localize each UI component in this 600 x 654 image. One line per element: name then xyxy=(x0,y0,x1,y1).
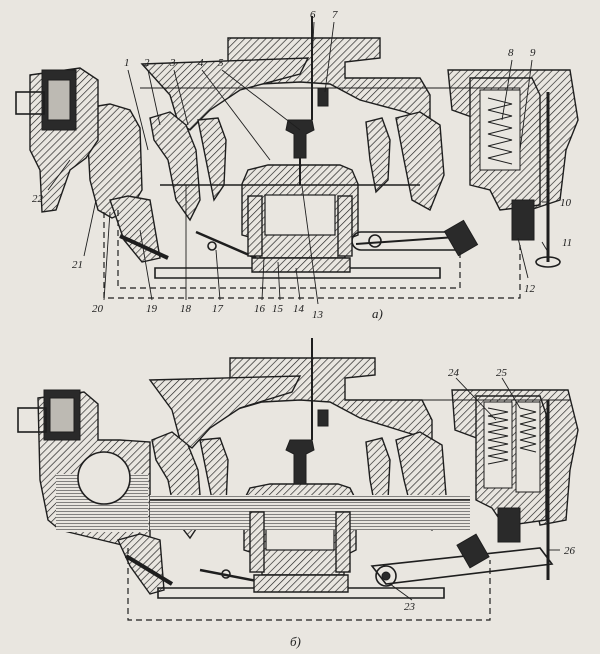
label-24: 24 xyxy=(448,367,460,379)
label-20: 20 xyxy=(92,303,104,315)
lever-pivot-center-b xyxy=(381,571,391,581)
pump-check-valve-a xyxy=(511,199,535,241)
label-3: 3 xyxy=(169,57,176,69)
label-17: 17 xyxy=(212,303,224,315)
pump-cylinder-right-b xyxy=(515,401,541,493)
view-a xyxy=(15,16,579,299)
pump-check-valve-b xyxy=(497,507,521,543)
label-6: 6 xyxy=(310,9,316,21)
left-throttle-plate-b xyxy=(124,554,174,586)
fuel-line-b xyxy=(127,548,491,621)
float-b xyxy=(77,451,131,505)
label-7: 7 xyxy=(332,9,338,21)
view-b xyxy=(17,338,579,621)
pump-rod-foot-a xyxy=(535,256,561,268)
label-18: 18 xyxy=(180,303,192,315)
center-nozzle-b xyxy=(285,439,315,485)
inlet-fitting-a xyxy=(15,91,45,115)
choke-lever-a xyxy=(317,87,329,107)
left-main-well-b xyxy=(249,511,265,573)
central-window-a xyxy=(264,194,336,236)
label-4: 4 xyxy=(198,57,204,69)
throttle-pivot-left-a xyxy=(207,241,217,251)
lever-pivot-b xyxy=(375,565,397,587)
label-21: 21 xyxy=(72,259,83,271)
pump-spring-24-b xyxy=(487,407,509,465)
label-23: 23 xyxy=(404,601,416,613)
caption-b: б) xyxy=(290,634,301,649)
part-labels: 1 2 3 4 5 6 7 8 9 10 11 12 13 14 15 16 1… xyxy=(32,9,576,613)
right-venturi-a xyxy=(395,111,445,211)
label-22: 22 xyxy=(32,193,44,205)
label-13: 13 xyxy=(312,309,324,321)
inlet-fitting-b xyxy=(17,407,47,433)
center-nozzle-a xyxy=(285,119,315,159)
left-duct-b xyxy=(148,375,302,449)
right-main-well-b xyxy=(335,511,351,573)
label-26: 26 xyxy=(564,545,576,557)
float-chamber-window-b xyxy=(49,397,75,433)
base-block-b xyxy=(253,574,349,593)
label-14: 14 xyxy=(293,303,305,315)
left-throttle-shaft-b xyxy=(199,568,263,584)
label-1: 1 xyxy=(124,57,130,69)
throttle-pivot-left-b xyxy=(221,569,231,579)
right-main-well-a xyxy=(337,195,353,257)
pump-spring-a xyxy=(487,97,513,165)
label-9: 9 xyxy=(530,47,536,59)
label-10: 10 xyxy=(560,197,572,209)
fuel-level-channel-b xyxy=(150,495,470,530)
left-venturi-a xyxy=(149,111,201,222)
right-venturi-inner-a xyxy=(365,117,391,194)
left-duct-a xyxy=(140,57,310,131)
lever-pivot-a xyxy=(368,234,382,248)
left-venturi-inner-a xyxy=(197,117,227,202)
label-15: 15 xyxy=(272,303,284,315)
label-16: 16 xyxy=(254,303,266,315)
label-12: 12 xyxy=(524,283,536,295)
fuel-line-outer-a xyxy=(103,212,521,299)
choke-lever-b xyxy=(317,409,329,427)
left-main-well-a xyxy=(247,195,263,257)
label-25: 25 xyxy=(496,367,508,379)
left-throttle-shaft-a xyxy=(195,230,257,260)
leader-lines xyxy=(47,21,560,601)
label-19: 19 xyxy=(146,303,158,315)
label-8: 8 xyxy=(508,47,514,59)
label-5: 5 xyxy=(218,57,224,69)
pump-spring-25-b xyxy=(519,407,537,453)
right-throttle-block-a xyxy=(443,219,479,257)
right-throttle-block-b xyxy=(456,533,490,569)
base-block-a xyxy=(251,257,351,273)
caption-a: а) xyxy=(372,306,383,321)
label-11: 11 xyxy=(562,237,572,249)
left-throttle-plate-a xyxy=(119,234,169,260)
label-2: 2 xyxy=(144,57,150,69)
float-chamber-window-a xyxy=(47,79,71,121)
pump-cylinder-left-b xyxy=(483,401,513,489)
pump-cylinder-a xyxy=(479,89,521,171)
